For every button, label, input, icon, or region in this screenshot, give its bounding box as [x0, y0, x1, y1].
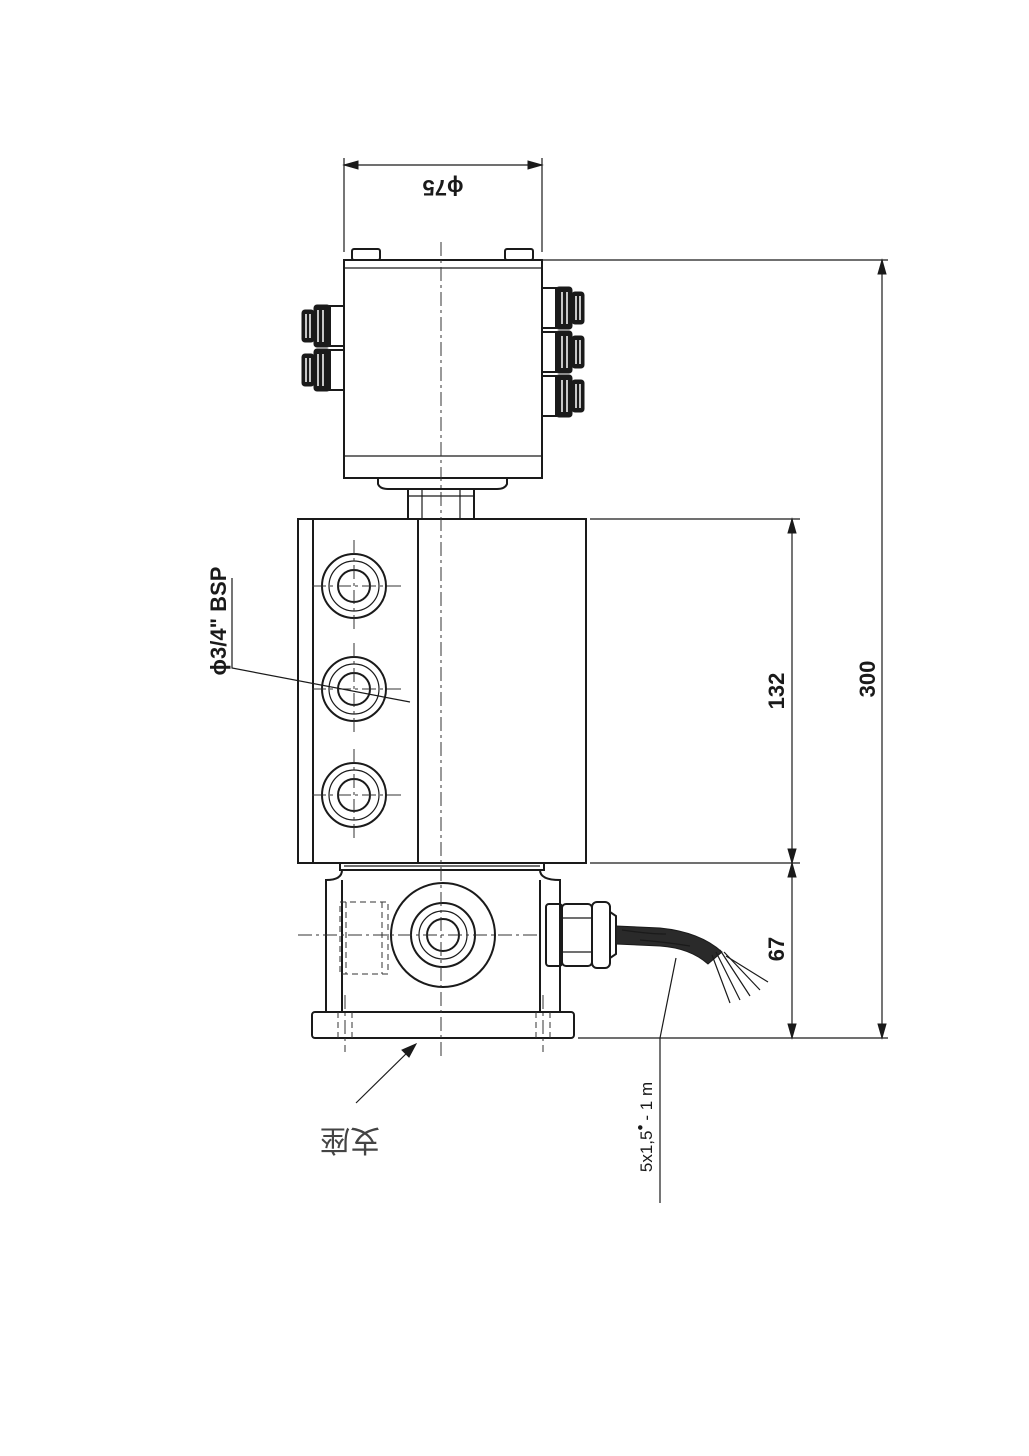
base-cable-gland — [545, 901, 617, 969]
left-gland-lower — [301, 348, 345, 392]
right-gland-2 — [541, 330, 585, 374]
cable-spec-text: 5x1,5 — [637, 1131, 656, 1173]
junction-box — [343, 248, 543, 490]
left-gland-upper — [301, 304, 345, 348]
height-total-label: 300 — [855, 661, 880, 698]
height-body-label: 132 — [764, 673, 789, 710]
port-lower — [312, 749, 402, 841]
valve-body — [297, 518, 587, 864]
cable — [615, 925, 769, 1004]
cable-spec-label: 5x1,5• - 1 m — [631, 1082, 656, 1172]
right-gland-3 — [541, 374, 585, 418]
base-caption-label: 支座 — [320, 1122, 380, 1157]
dimension-diameter: ϕ75 — [342, 158, 544, 252]
right-gland-1 — [541, 286, 585, 330]
right-cable-glands — [541, 286, 585, 418]
dimension-total-height: 300 — [542, 258, 888, 1040]
base-plate — [311, 995, 575, 1052]
base-caption-callout: 支座 — [320, 1042, 418, 1157]
cable-length-text: - 1 m — [637, 1082, 656, 1121]
base-block — [298, 869, 561, 1013]
body-base-flange — [339, 862, 545, 871]
cable-spec-mark: • — [631, 1125, 650, 1131]
port-thread-label: ϕ3/4" BSP — [206, 567, 231, 676]
port-middle — [312, 643, 402, 735]
dimension-body-height: 132 — [590, 517, 800, 865]
height-base-label: 67 — [764, 937, 789, 961]
port-thread-callout: ϕ3/4" BSP — [206, 567, 411, 703]
left-cable-glands — [301, 304, 345, 392]
diameter-label: ϕ75 — [423, 175, 464, 200]
dimension-base-height: 67 — [764, 861, 797, 1040]
port-upper — [312, 540, 402, 632]
cable-spec-callout: 5x1,5• - 1 m — [631, 957, 677, 1203]
